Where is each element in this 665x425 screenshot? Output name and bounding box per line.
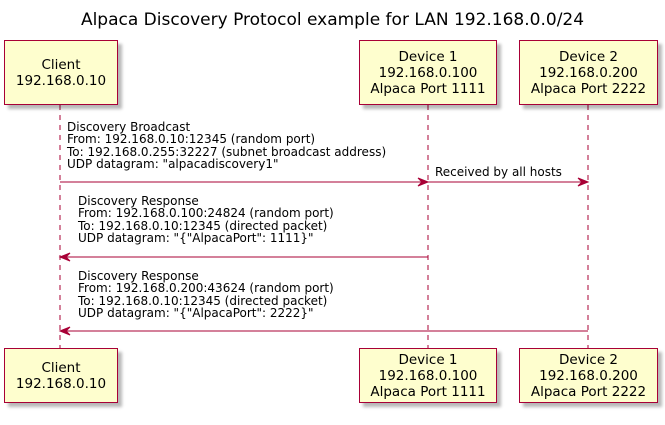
message-label-line: From: 192.168.0.200:43624 (random port) (78, 281, 334, 296)
participant-label-line: 192.168.0.10 (15, 375, 107, 392)
message-label-line: To: 192.168.0.10:12345 (directed packet) (78, 218, 328, 233)
participant-label-line: 192.168.0.10 (15, 72, 107, 89)
message-label-line: Discovery Broadcast (67, 120, 191, 134)
message-label-line: UDP datagram: "{"AlpacaPort": 1111}" (78, 231, 314, 246)
message-label-line: Discovery Response (78, 269, 199, 283)
message-label-line: Received by all hosts (435, 165, 562, 179)
message-arrowhead (577, 177, 590, 187)
message-label-line: From: 192.168.0.10:12345 (random port) (67, 132, 316, 147)
participant-label-line: Alpaca Port 1111 (370, 80, 486, 97)
participant-label-line: Alpaca Port 1111 (370, 383, 486, 400)
message-label: Received by all hosts (435, 165, 562, 179)
participant-label-line: 192.168.0.100 (378, 367, 478, 384)
lifelines (59, 105, 589, 348)
message-label-line: To: 192.168.0.255:32227 (subnet broadcas… (67, 144, 387, 159)
message-label-line: From: 192.168.0.100:24824 (random port) (78, 206, 334, 221)
message-arrowhead (58, 326, 71, 336)
message-label-line: UDP datagram: "alpacadiscovery1" (67, 157, 279, 172)
participant-label-line: 192.168.0.200 (539, 64, 638, 81)
participant-label-line: Alpaca Port 2222 (530, 383, 647, 400)
participant-label-line: Client (41, 56, 81, 73)
participant-label-line: 192.168.0.100 (378, 64, 478, 81)
participant-label-line: Device 1 (398, 48, 458, 65)
message-label-line: UDP datagram: "{"AlpacaPort": 2222}" (78, 306, 314, 321)
participant-label-line: Client (41, 359, 81, 376)
message-label-line: Discovery Response (78, 194, 199, 208)
participant-label-line: Device 1 (398, 351, 458, 368)
participant-label-line: Device 2 (558, 48, 619, 65)
message-arrowhead (417, 177, 430, 187)
participant-label-line: Alpaca Port 2222 (530, 80, 647, 97)
message-arrows (58, 177, 590, 336)
message-arrowhead (58, 252, 71, 262)
participant-label-line: 192.168.0.200 (539, 367, 638, 384)
diagram-title: Alpaca Discovery Protocol example for LA… (80, 10, 585, 30)
participant-label-line: Device 2 (558, 351, 619, 368)
message-label-line: To: 192.168.0.10:12345 (directed packet) (78, 293, 328, 308)
